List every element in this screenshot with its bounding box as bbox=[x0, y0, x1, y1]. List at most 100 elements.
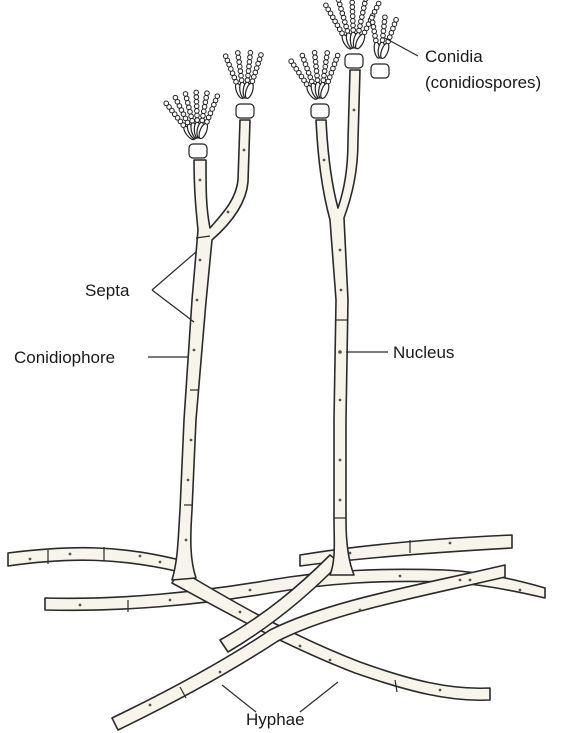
conidium bbox=[201, 114, 206, 119]
conidium bbox=[359, 19, 364, 24]
conidium bbox=[247, 60, 252, 65]
conidium bbox=[289, 59, 294, 64]
conidium bbox=[236, 51, 241, 56]
spore-head bbox=[223, 50, 263, 118]
metula bbox=[236, 104, 254, 118]
conidium bbox=[315, 78, 320, 83]
spore-heads bbox=[164, 0, 398, 158]
conidium bbox=[238, 69, 243, 74]
conidium bbox=[357, 28, 362, 33]
conidium bbox=[336, 0, 341, 2]
conidium bbox=[322, 69, 327, 74]
label-conidia: Conidia bbox=[425, 47, 483, 66]
conidium bbox=[362, 1, 367, 6]
conidium bbox=[195, 118, 200, 123]
metula bbox=[189, 144, 207, 158]
conidium bbox=[183, 92, 188, 97]
conidium bbox=[245, 78, 250, 83]
conidium bbox=[202, 104, 207, 109]
conidium bbox=[248, 50, 253, 55]
conidium bbox=[325, 51, 330, 56]
conidium bbox=[259, 53, 264, 58]
conidium bbox=[313, 55, 318, 60]
conidium bbox=[187, 105, 192, 110]
conidium bbox=[339, 7, 344, 12]
conidium bbox=[314, 64, 319, 69]
hyphae-leader-left bbox=[222, 685, 256, 712]
conidium bbox=[371, 24, 376, 29]
conidium bbox=[324, 55, 329, 60]
conidium bbox=[350, 0, 355, 5]
conidium bbox=[190, 118, 195, 123]
conidium bbox=[350, 9, 355, 14]
conidium bbox=[382, 20, 387, 25]
conidium bbox=[204, 95, 209, 100]
metula bbox=[371, 64, 389, 78]
conidium bbox=[351, 23, 356, 28]
conidium bbox=[248, 55, 253, 60]
conidium bbox=[322, 73, 327, 78]
hyphae-leader-right bbox=[300, 682, 338, 712]
conidium bbox=[194, 99, 199, 104]
conidium bbox=[314, 69, 319, 74]
conidium bbox=[203, 100, 208, 105]
conidium bbox=[351, 28, 356, 33]
conidium bbox=[370, 15, 375, 20]
conidium bbox=[236, 55, 241, 60]
metula bbox=[311, 104, 329, 118]
conidium bbox=[337, 2, 342, 7]
conidium bbox=[185, 101, 190, 106]
conidium bbox=[313, 60, 318, 65]
conidium bbox=[394, 18, 399, 23]
conidium bbox=[381, 29, 386, 34]
septa-leader-lower bbox=[152, 290, 194, 322]
conidium bbox=[195, 109, 200, 114]
conidium bbox=[373, 34, 378, 39]
conidium bbox=[358, 24, 363, 29]
conidium bbox=[200, 118, 205, 123]
conidium bbox=[350, 14, 355, 19]
conidium bbox=[237, 64, 242, 69]
conidium bbox=[184, 96, 189, 101]
conidium bbox=[340, 11, 345, 16]
conidium bbox=[381, 33, 386, 38]
septa-leader-upper bbox=[152, 252, 196, 290]
spore-head bbox=[324, 0, 381, 68]
conidium bbox=[164, 101, 169, 106]
conidium bbox=[370, 20, 375, 25]
conidium bbox=[382, 24, 387, 29]
conidium bbox=[372, 29, 377, 34]
conidium bbox=[195, 113, 200, 118]
conidium bbox=[223, 54, 228, 59]
hypha-top bbox=[8, 548, 180, 572]
conidium bbox=[361, 6, 366, 11]
conidium bbox=[351, 19, 356, 24]
conidium bbox=[205, 91, 210, 96]
spore-head bbox=[289, 50, 340, 118]
label-conidiospores: (conidiospores) bbox=[425, 73, 541, 92]
conidium bbox=[215, 94, 220, 99]
conidium bbox=[376, 1, 381, 6]
conidium bbox=[361, 10, 366, 15]
label-nucleus: Nucleus bbox=[393, 343, 454, 362]
conidium bbox=[383, 15, 388, 20]
conidium bbox=[239, 78, 244, 83]
conidium bbox=[360, 15, 365, 20]
conidium bbox=[345, 29, 350, 34]
right-stalk bbox=[316, 70, 360, 575]
label-septa: Septa bbox=[85, 281, 130, 300]
conidium bbox=[323, 64, 328, 69]
conidium bbox=[194, 90, 199, 95]
conidium bbox=[246, 73, 251, 78]
conidium bbox=[239, 73, 244, 78]
spore-head bbox=[164, 90, 220, 158]
label-hyphae: Hyphae bbox=[246, 710, 305, 729]
conidium bbox=[335, 53, 340, 58]
conidium bbox=[315, 73, 320, 78]
conidium bbox=[324, 60, 329, 65]
conidium bbox=[321, 78, 326, 83]
conidium bbox=[189, 114, 194, 119]
conidium bbox=[188, 109, 193, 114]
conidium bbox=[350, 5, 355, 10]
